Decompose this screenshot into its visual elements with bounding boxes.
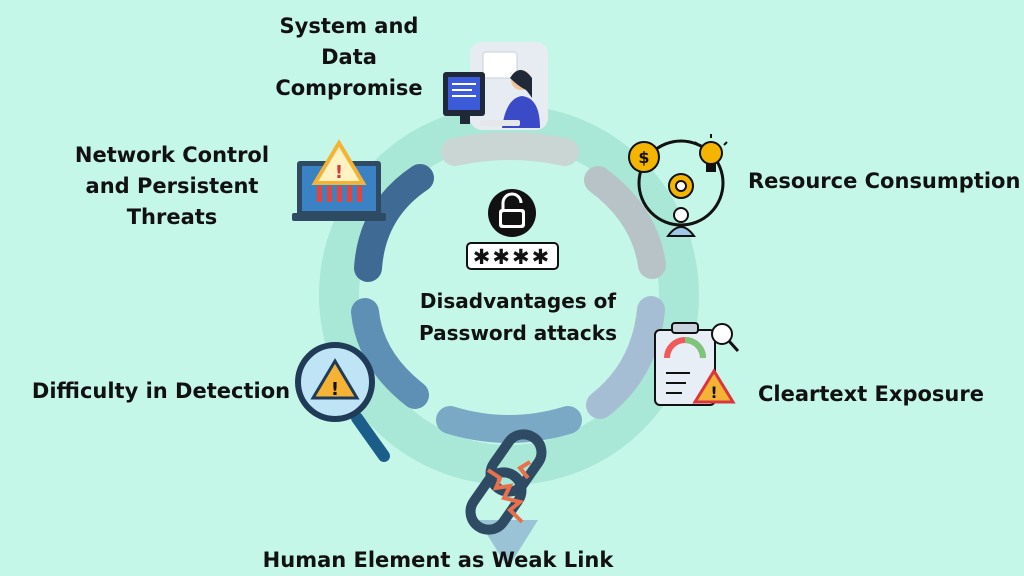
center-title: Disadvantages of Password attacks: [408, 285, 628, 349]
label-network-control: Network Control and Persistent Threats: [72, 140, 272, 233]
label-line: Data: [321, 45, 377, 69]
label-resource-consumption: Resource Consumption: [748, 166, 1021, 197]
ring-segment-lower-left: [351, 298, 429, 409]
label-line: System and: [279, 14, 419, 38]
ring-segment-upper-right: [584, 166, 666, 279]
label-line: Network Control: [74, 143, 270, 167]
svg-text:!: !: [335, 162, 343, 183]
svg-text:$: $: [638, 148, 649, 167]
lock-icon: [488, 189, 536, 237]
label-line: Resource Consumption: [748, 169, 1021, 193]
svg-text:!: !: [710, 383, 717, 402]
label-difficulty-detection: Difficulty in Detection: [30, 376, 292, 407]
label-line: Difficulty in Detection: [31, 379, 291, 403]
svg-text:!: !: [331, 379, 339, 400]
password-mask: ✱✱✱✱: [473, 245, 551, 269]
label-human-element: Human Element as Weak Link: [258, 545, 618, 576]
label-system-data-compromise: System and Data Compromise: [264, 11, 434, 104]
label-cleartext-exposure: Cleartext Exposure: [758, 379, 984, 410]
label-line: and Persistent: [85, 174, 259, 198]
ring-segment-bottom: [436, 406, 582, 443]
laptop-warning-icon: !: [292, 139, 386, 221]
person-at-computer-icon: [443, 42, 548, 130]
password-field: ✱✱✱✱: [466, 242, 559, 270]
ring-segment-lower-right: [586, 296, 665, 419]
resource-cycle-icon: $: [628, 134, 728, 237]
label-line: Compromise: [275, 76, 423, 100]
label-line: Threats: [126, 205, 218, 229]
label-line: Human Element as Weak Link: [262, 548, 614, 572]
center-title-line2: Password attacks: [419, 321, 617, 345]
center-title-line1: Disadvantages of: [419, 289, 617, 313]
ring-segments: [351, 132, 666, 443]
clipboard-warning-icon: !: [654, 322, 740, 406]
label-line: Cleartext Exposure: [758, 382, 984, 406]
broken-chain-icon: [465, 429, 547, 568]
magnifier-warning-icon: !: [295, 342, 390, 462]
ring-segment-top: [441, 132, 579, 166]
